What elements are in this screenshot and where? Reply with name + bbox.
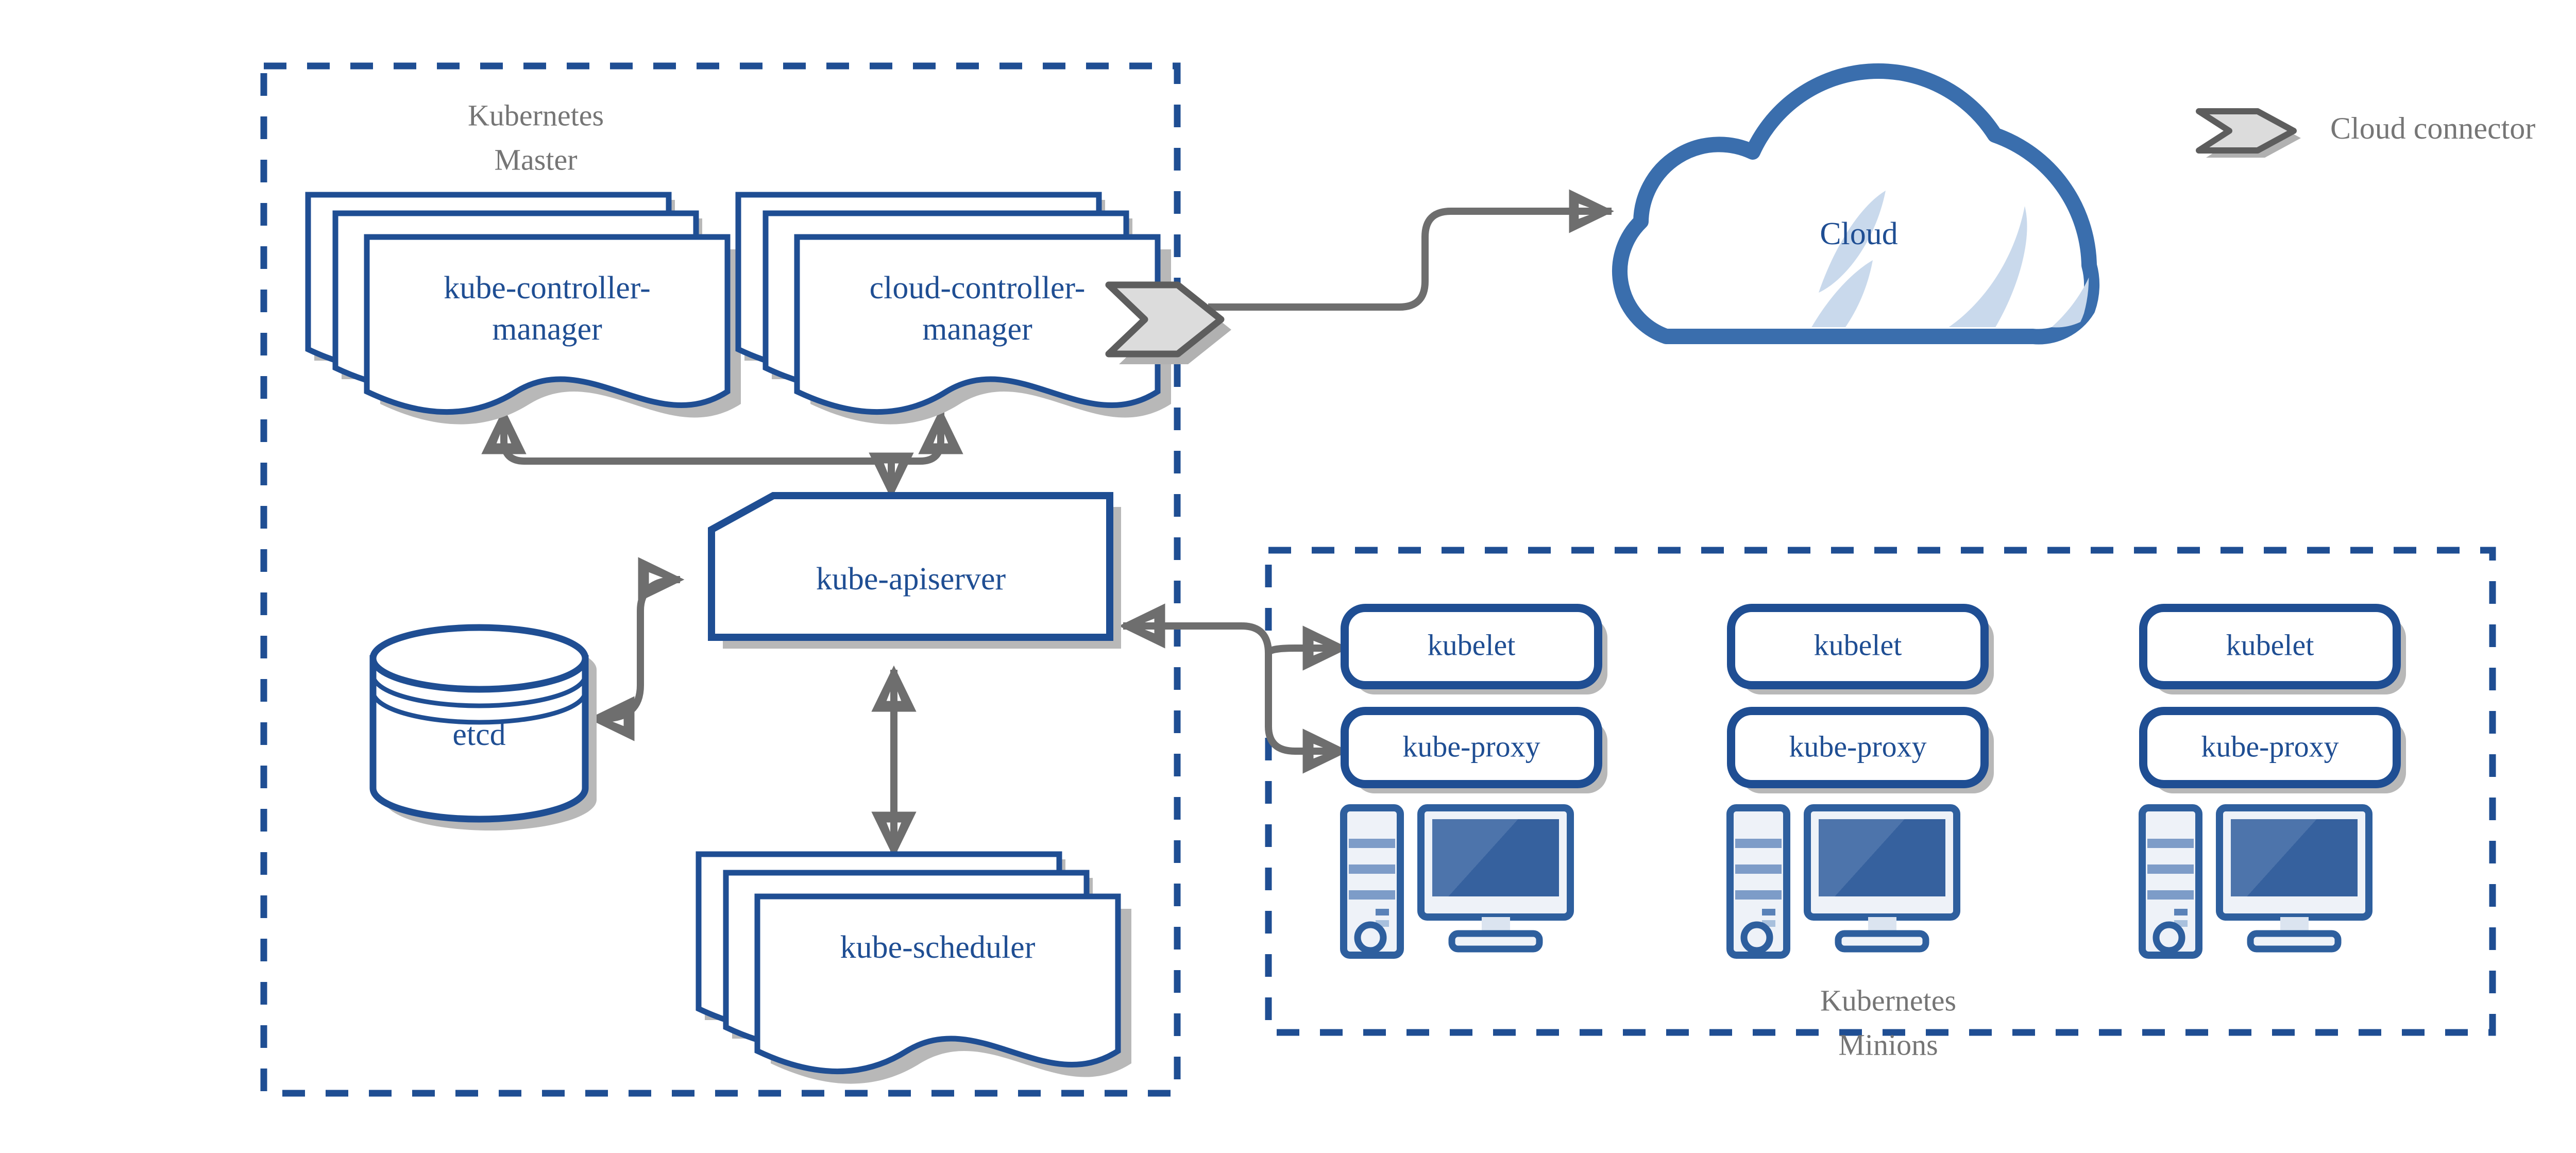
cloud-connector-icon[interactable] (1105, 281, 1231, 364)
legend-label: Cloud connector (2330, 111, 2535, 145)
node-kube-scheduler[interactable]: kube-scheduler (699, 854, 1131, 1084)
etcd-label: etcd (452, 717, 505, 752)
cloud-controller-manager-label-2: manager (922, 312, 1032, 347)
svg-text:Master: Master (494, 143, 577, 176)
kube-proxy-label-3: kube-proxy (2201, 730, 2338, 763)
legend-chevron-icon (2196, 108, 2301, 158)
cloud-label: Cloud (1820, 216, 1898, 251)
connector-apiserver-to-kubeproxy (1265, 650, 1349, 774)
minion-node-1[interactable]: kubelet kube-proxy (1340, 604, 1607, 959)
svg-text:Kubernetes: Kubernetes (1820, 984, 1956, 1017)
computer-icon-3 (2139, 804, 2372, 959)
node-kube-controller-manager[interactable]: kube-controller- manager (308, 195, 741, 425)
connector-ccm-to-apiserver (907, 408, 963, 465)
connector-kcm-to-apiserver (481, 408, 876, 465)
kube-controller-manager-label-2: manager (492, 312, 602, 347)
cloud-shape[interactable]: Cloud (1612, 63, 2100, 381)
computer-icon-1 (1340, 804, 1574, 959)
kubelet-label-1: kubelet (1428, 628, 1516, 662)
node-kube-apiserver[interactable]: kube-apiserver (708, 492, 1121, 649)
kubernetes-minions-boundary (1265, 547, 2496, 1036)
minion-node-2[interactable]: kubelet kube-proxy (1726, 604, 1994, 959)
kube-scheduler-label: kube-scheduler (840, 930, 1036, 965)
cloud-controller-manager-label-1: cloud-controller- (870, 270, 1086, 306)
computer-icon-2 (1726, 804, 1960, 959)
kube-controller-manager-label-1: kube-controller- (444, 270, 651, 306)
kubernetes-master-boundary (260, 62, 1181, 1097)
minions-group-label: Kubernetes Minions (1820, 984, 1956, 1061)
kube-proxy-label-2: kube-proxy (1789, 730, 1926, 763)
svg-text:Kubernetes: Kubernetes (468, 98, 604, 132)
master-group-label: Kubernetes Master (468, 98, 604, 176)
connector-apiserver-to-etcd (588, 557, 685, 741)
kubelet-label-3: kubelet (2226, 628, 2314, 662)
svg-text:Minions: Minions (1838, 1028, 1938, 1061)
legend-cloud-connector: Cloud connector (2196, 108, 2535, 158)
kube-proxy-label-1: kube-proxy (1402, 730, 1540, 763)
minion-node-3[interactable]: kubelet kube-proxy (2139, 604, 2406, 959)
connector-ccm-to-cloud (1208, 189, 1614, 311)
node-cloud-controller-manager[interactable]: cloud-controller- manager (738, 195, 1171, 425)
kubelet-label-2: kubelet (1814, 628, 1902, 662)
cloud-body (1612, 63, 2100, 345)
kube-apiserver-label: kube-apiserver (816, 562, 1006, 597)
connector-apiserver-to-kubelet (1118, 603, 1349, 671)
node-etcd[interactable]: etcd (369, 624, 597, 830)
